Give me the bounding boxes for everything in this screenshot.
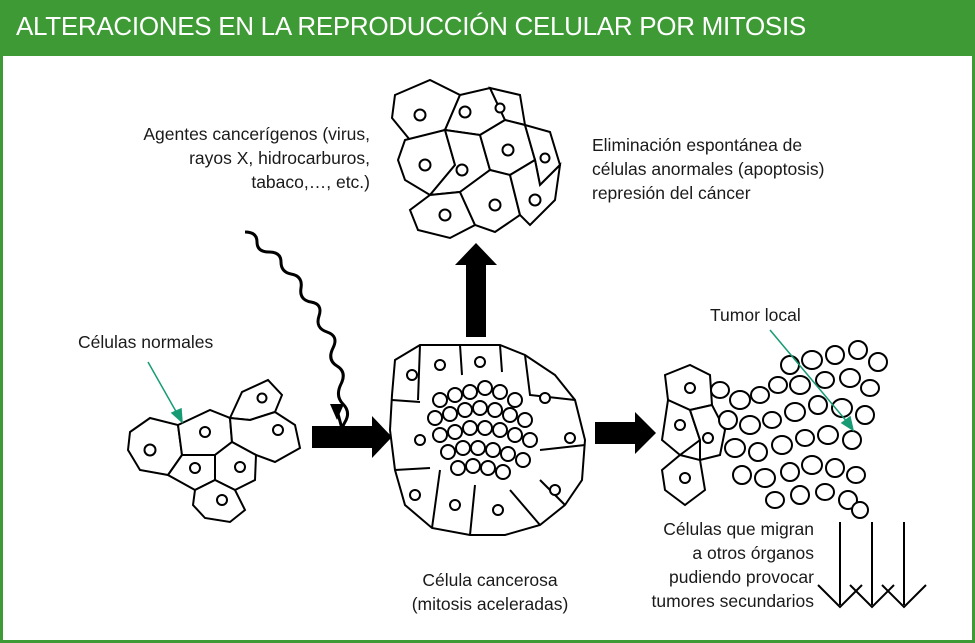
- apoptosis-cell-cluster: [390, 78, 562, 240]
- dividing-cells: [427, 380, 538, 480]
- migration-arrows: [817, 522, 927, 609]
- up-arrow: [455, 243, 497, 337]
- label-migrating-cells: Células que migran a otros órganos pudie…: [651, 519, 814, 611]
- arrow-normal-to-cancer: [312, 416, 392, 458]
- cancer-cell-nuclei: [406, 356, 576, 516]
- pointer-normal-cells: [147, 361, 183, 424]
- wavy-arrow-head: [330, 404, 344, 420]
- label-normal-cells: Células normales: [78, 332, 214, 352]
- header-bar: ALTERACIONES EN LA REPRODUCCIÓN CELULAR …: [3, 3, 975, 56]
- cancer-cell-borders: [391, 344, 586, 536]
- label-local-tumor: Tumor local: [710, 305, 801, 325]
- normal-cell-cluster: [126, 378, 302, 524]
- label-apoptosis: Eliminación espontánea de células anorma…: [592, 135, 825, 203]
- tumor-normal-nuclei: [674, 382, 714, 484]
- pointer-local-tumor: [769, 329, 855, 432]
- tumor-cell-mass: [710, 340, 888, 519]
- diagram-title: ALTERACIONES EN LA REPRODUCCIÓN CELULAR …: [16, 11, 806, 41]
- normal-cell-nuclei: [143, 392, 284, 506]
- label-carcinogenic-agents: Agentes cancerígenos (virus, rayos X, hi…: [143, 124, 370, 192]
- arrow-cancer-to-tumor: [595, 412, 656, 454]
- apoptosis-cell-nuclei: [413, 102, 551, 222]
- label-cancer-cell: Célula cancerosa (mitosis aceleradas): [411, 570, 569, 614]
- carcinogen-wavy-arrow: [244, 230, 350, 441]
